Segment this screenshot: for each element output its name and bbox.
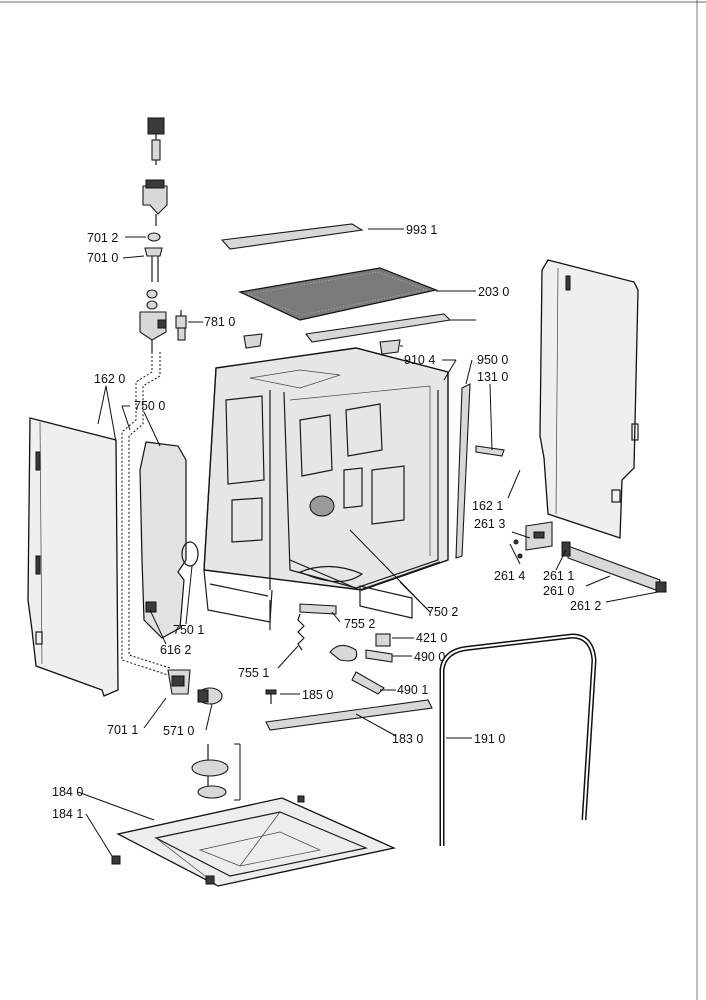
callout-261-4: 261 4 (494, 569, 525, 583)
inlet-hose-path (121, 352, 171, 676)
hinge-assembly (513, 521, 667, 593)
callout-162-0: 162 0 (94, 372, 125, 386)
side-seal (455, 383, 471, 559)
callout-750-0: 750 0 (134, 399, 165, 413)
callout-261-1: 261 1 (543, 569, 574, 583)
top-strip (220, 223, 364, 250)
front-top-strip (305, 313, 452, 343)
callout-162-1: 162 1 (472, 499, 503, 513)
foot-assembly (191, 743, 241, 801)
top-clip-910 (379, 339, 401, 355)
callout-261-3: 261 3 (474, 517, 505, 531)
pressure-switch-group (299, 603, 393, 695)
callout-203-0: 203 0 (478, 285, 509, 299)
inlet-valve-lower (167, 669, 191, 695)
callout-185-0: 185 0 (302, 688, 333, 702)
callout-184-0: 184 0 (52, 785, 83, 799)
callout-701-0: 701 0 (87, 251, 118, 265)
screw (265, 689, 277, 704)
tub-body (203, 347, 449, 630)
callout-421-0: 421 0 (416, 631, 447, 645)
callout-184-1: 184 1 (52, 807, 83, 821)
right-side-panel (539, 259, 639, 539)
callout-191-0: 191 0 (474, 732, 505, 746)
top-mesh-panel (238, 267, 439, 321)
callout-701-1: 701 1 (107, 723, 138, 737)
callout-910-4: 910 4 (404, 353, 435, 367)
callout-261-2: 261 2 (570, 599, 601, 613)
callout-571-0: 571 0 (163, 724, 194, 738)
drain-pump-connector (197, 687, 223, 705)
inlet-valve-stack (139, 117, 168, 352)
callout-781-0: 781 0 (204, 315, 235, 329)
callout-616-2: 616 2 (160, 643, 191, 657)
callout-755-1: 755 1 (238, 666, 269, 680)
front-plinth-strip (265, 699, 433, 731)
callout-490-0: 490 0 (414, 650, 445, 664)
door-seal (439, 633, 597, 846)
callout-701-2: 701 2 (87, 231, 118, 245)
spring (297, 613, 305, 651)
small-connector-781 (175, 310, 187, 341)
left-side-panel (27, 417, 119, 697)
callout-750-2: 750 2 (427, 605, 458, 619)
side-strip (475, 445, 505, 457)
left-insulation (139, 441, 199, 639)
top-clip-left (243, 333, 263, 349)
base-tray (111, 795, 397, 887)
callout-950-0: 950 0 (477, 353, 508, 367)
callout-750-1: 750 1 (173, 623, 204, 637)
callout-755-2: 755 2 (344, 617, 375, 631)
callout-183-0: 183 0 (392, 732, 423, 746)
callout-labels: 701 2 701 0 781 0 993 1 203 0 910 4 950 … (52, 223, 601, 821)
leader-lines (77, 228, 659, 857)
callout-993-1: 993 1 (406, 223, 437, 237)
callout-490-1: 490 1 (397, 683, 428, 697)
callout-131-0: 131 0 (477, 370, 508, 384)
callout-261-0: 261 0 (543, 584, 574, 598)
